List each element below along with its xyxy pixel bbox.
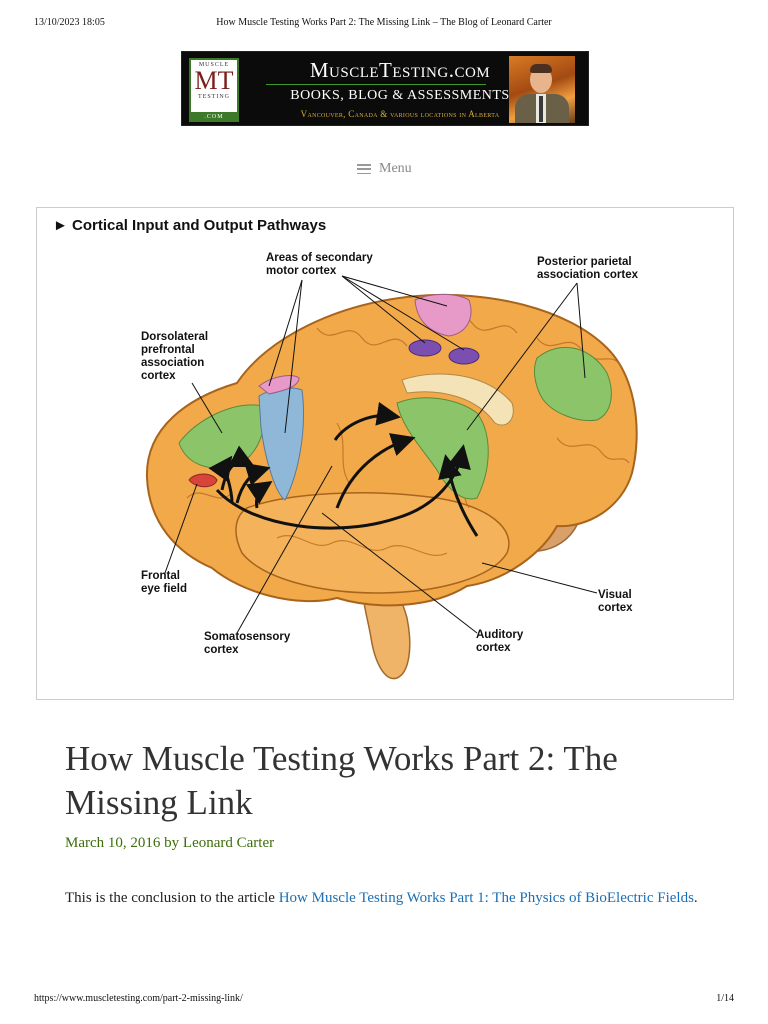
secondary-motor-purple-area-2 — [448, 347, 480, 365]
hamburger-icon — [357, 164, 371, 174]
leader-lines — [164, 275, 598, 634]
post-intro-text: This is the conclusion to the article — [65, 890, 279, 906]
label-auditory-cortex: Auditory cortex — [476, 629, 524, 654]
posterior-parietal-area — [534, 346, 612, 422]
corpus-callosum-shape — [401, 373, 514, 426]
label-somatosensory-cortex: Somatosensory cortex — [204, 631, 291, 656]
logo-domain: .COM — [189, 112, 239, 122]
label-posterior-parietal: Posterior parietal association cortex — [537, 256, 638, 281]
site-location: Vancouver, Canada & various locations in… — [300, 109, 500, 119]
print-header: 13/10/2023 18:05 How Muscle Testing Work… — [34, 17, 734, 31]
banner-divider — [266, 84, 486, 85]
print-url: https://www.muscletesting.com/part-2-mis… — [34, 993, 243, 1004]
label-frontal-eye-field: Frontal eye field — [141, 570, 188, 595]
post-byline-by: by — [164, 835, 180, 851]
secondary-motor-pink-area-1 — [258, 375, 300, 395]
label-dorsolateral-prefrontal: Dorsolateral prefrontal association cort… — [141, 331, 209, 382]
figure-title: ► Cortical Input and Output Pathways — [53, 217, 327, 234]
menu-toggle[interactable]: Menu — [357, 160, 412, 178]
author-portrait — [509, 56, 575, 123]
logo-top-text: MUSCLE — [198, 62, 230, 68]
brain-pathways-figure: ► Cortical Input and Output Pathways Are… — [36, 207, 734, 700]
print-page-title: How Muscle Testing Works Part 2: The Mis… — [216, 17, 552, 28]
site-tagline: BOOKS, BLOG & ASSESSMENTS — [290, 88, 510, 103]
temporal-lobe-shape — [235, 492, 510, 594]
post-intro-end: . — [693, 890, 698, 906]
label-visual-cortex: Visual cortex — [598, 589, 633, 614]
site-name: MuscleTesting.com — [309, 58, 491, 82]
site-banner[interactable]: MUSCLE MT TESTING .COM MuscleTesting.com… — [181, 51, 589, 126]
auditory-association-area — [396, 397, 489, 500]
post-title: How Muscle Testing Works Part 2: The Mis… — [65, 739, 618, 822]
label-secondary-motor-cortex: Areas of secondary motor cortex — [266, 252, 373, 277]
secondary-motor-pink-area-2 — [414, 293, 472, 337]
menu-label: Menu — [379, 161, 412, 176]
brain-illustration — [145, 275, 638, 680]
post-date-link[interactable]: March 10, 2016 — [65, 835, 161, 851]
post-intro: This is the conclusion to the article Ho… — [65, 887, 705, 909]
print-datetime: 13/10/2023 18:05 — [34, 17, 105, 28]
logo-bottom-text: TESTING — [198, 94, 230, 100]
pathway-arrows — [208, 401, 479, 537]
post-meta: March 10, 2016 by Leonard Carter — [65, 835, 274, 852]
post-author-link[interactable]: Leonard Carter — [182, 835, 275, 851]
logo-mark: MT — [194, 66, 234, 95]
site-logo[interactable]: MUSCLE MT TESTING .COM — [189, 58, 239, 122]
part-1-article-link[interactable]: How Muscle Testing Works Part 1: The Phy… — [278, 890, 694, 906]
secondary-motor-purple-area-1 — [408, 339, 442, 357]
print-page-number: 1/14 — [716, 993, 734, 1004]
figure-title-text: Cortical Input and Output Pathways — [72, 217, 327, 234]
